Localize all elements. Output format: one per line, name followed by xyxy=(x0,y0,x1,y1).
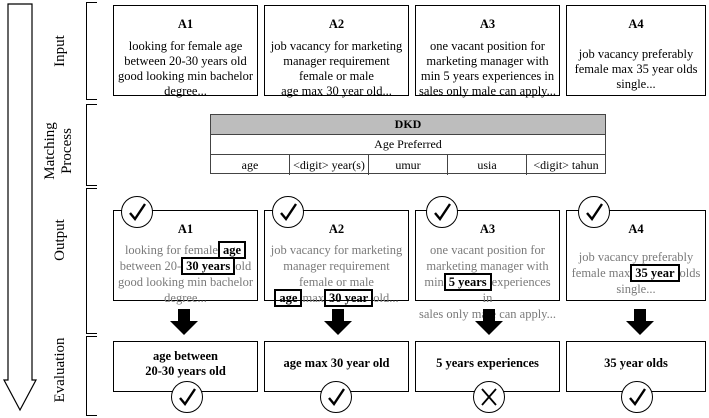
text-fragment: looking for female xyxy=(124,243,218,257)
highlight-match: 30 years xyxy=(181,257,236,275)
text-line: single... xyxy=(616,77,656,91)
input-card-title: A2 xyxy=(328,17,345,31)
highlight-match: age xyxy=(274,289,303,307)
output-card-title: A1 xyxy=(177,222,194,236)
input-card-text: job vacancy for marketing manager requir… xyxy=(267,39,406,99)
down-arrow-icon xyxy=(324,309,352,335)
dkd-title: DKD xyxy=(211,115,605,135)
text-line: one vacant position for xyxy=(430,39,545,53)
text-line: marketing manager with xyxy=(426,54,549,68)
eval-text: 35 year olds xyxy=(604,356,668,370)
text-line: degree... xyxy=(164,84,207,98)
text-fragment: female max xyxy=(571,266,631,280)
text-line: job vacancy for marketing xyxy=(270,243,403,257)
text-fragment: min xyxy=(424,275,444,289)
check-icon xyxy=(426,196,458,228)
check-icon xyxy=(621,381,653,413)
text-line: female max 35 year olds xyxy=(574,62,698,76)
dkd-term: umur xyxy=(369,155,448,175)
down-arrow-icon xyxy=(626,309,654,335)
dkd-terms: age <digit> year(s) umur usia <digit> ta… xyxy=(211,155,605,175)
text-line: female or male xyxy=(299,275,374,289)
text-line: single... xyxy=(616,282,656,296)
text-line: manager requirement xyxy=(283,54,390,68)
text-line: degree... xyxy=(164,291,207,305)
check-icon xyxy=(121,196,153,228)
text-line: good looking min bachelor xyxy=(117,275,254,289)
text-line: job vacancy preferably xyxy=(578,250,694,264)
check-icon xyxy=(171,381,203,413)
eval-text: 5 years experiences xyxy=(436,356,539,370)
text-fragment: max xyxy=(302,291,324,305)
check-icon xyxy=(578,196,610,228)
output-card-a2: A2 job vacancy for marketing manager req… xyxy=(264,210,409,307)
stage-label-input: Input xyxy=(52,35,68,67)
dkd-term: <digit> tahun xyxy=(533,158,599,172)
output-bracket xyxy=(86,188,97,334)
input-card-a4: A4 job vacancy preferably female max 35 … xyxy=(566,5,706,96)
text-line: looking for female age xyxy=(128,39,243,53)
stage-label-matching-text: Matching Process xyxy=(42,122,75,180)
input-bracket xyxy=(86,2,97,100)
text-fragment: old... xyxy=(373,291,399,305)
down-arrow-icon xyxy=(170,309,198,335)
eval-text: age max 30 year old xyxy=(283,356,390,370)
down-arrow-icon xyxy=(475,309,503,335)
dkd-term: age xyxy=(211,155,290,175)
eval-text: age between xyxy=(153,348,218,363)
flow-arrow xyxy=(3,3,37,412)
input-card-a2: A2 job vacancy for marketing manager req… xyxy=(264,5,409,99)
output-card-title: A2 xyxy=(328,222,345,236)
text-line: manager requirement xyxy=(283,259,390,273)
text-line: job vacancy preferably xyxy=(578,47,694,61)
input-card-text: one vacant position for marketing manage… xyxy=(418,39,557,99)
dkd-term: usia xyxy=(448,155,527,175)
text-line: min 5 years experiences in xyxy=(420,69,555,83)
check-icon xyxy=(272,196,304,228)
stage-label-matching: Matching Process xyxy=(42,111,78,191)
text-line: good looking min bachelor xyxy=(117,69,254,83)
text-fragment: olds xyxy=(679,266,701,280)
input-card-title: A1 xyxy=(177,17,194,31)
output-card-title: A3 xyxy=(479,222,496,236)
output-card-text: one vacant position for marketing manage… xyxy=(418,242,557,322)
text-fragment: between 20- xyxy=(119,259,182,273)
input-card-text: job vacancy preferably female max 35 yea… xyxy=(569,47,703,92)
highlight-match: 35 year xyxy=(630,264,680,282)
dkd-subtitle: Age Preferred xyxy=(211,135,605,155)
check-icon xyxy=(320,381,352,413)
matching-bracket xyxy=(86,104,97,186)
highlight-match: 5 years xyxy=(443,273,492,291)
input-card-text: looking for female age between 20-30 yea… xyxy=(116,39,255,99)
stage-label-output: Output xyxy=(52,219,68,261)
cross-icon xyxy=(473,381,505,413)
text-line: between 20-30 years old xyxy=(124,54,247,68)
input-card-a3: A3 one vacant position for marketing man… xyxy=(415,5,560,99)
input-card-title: A4 xyxy=(628,17,644,31)
text-line: sales only male can apply... xyxy=(419,84,556,98)
text-line: female or male xyxy=(299,69,374,83)
eval-text: 20-30 years old xyxy=(145,363,226,378)
dkd-term: <digit> year(s) xyxy=(290,155,369,175)
dkd-table: DKD Age Preferred age <digit> year(s) um… xyxy=(210,114,606,175)
highlight-match: age xyxy=(217,241,247,259)
text-line: age max 30 year old... xyxy=(281,84,392,98)
evaluation-bracket xyxy=(86,336,97,416)
highlight-match: 30 year xyxy=(324,289,374,307)
text-line: marketing manager with xyxy=(426,259,549,273)
input-card-a1: A1 looking for female age between 20-30 … xyxy=(113,5,258,99)
text-line: one vacant position for xyxy=(430,243,545,257)
text-fragment: old xyxy=(235,259,252,273)
output-card-title: A4 xyxy=(628,222,644,236)
text-line: job vacancy for marketing xyxy=(270,39,403,53)
output-card-a3: A3 one vacant position for marketing man… xyxy=(415,210,560,321)
output-card-text: job vacancy for marketing manager requir… xyxy=(267,242,406,307)
text-fragment: experiences in xyxy=(482,275,551,305)
stage-label-evaluation: Evaluation xyxy=(52,337,68,403)
input-card-title: A3 xyxy=(479,17,496,31)
